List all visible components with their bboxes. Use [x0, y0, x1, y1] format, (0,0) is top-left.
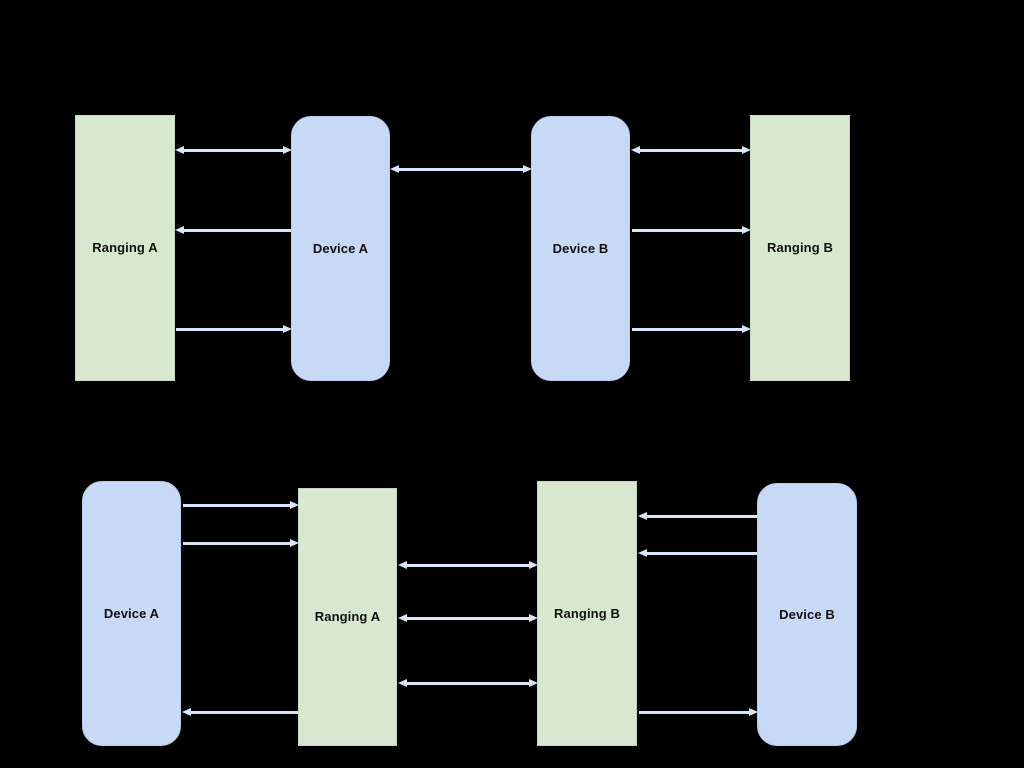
connector-shaft [406, 682, 530, 685]
connector-shaft [190, 711, 298, 714]
arrowhead-left-icon [398, 614, 407, 622]
arrowhead-left-icon [638, 512, 647, 520]
node-t-device-b[interactable]: Device B [531, 116, 630, 381]
connector-b-ranging-a-to-b-device-a [182, 708, 298, 716]
connector-shaft [639, 711, 750, 714]
connector-shaft [183, 542, 291, 545]
node-b-ranging-b[interactable]: Ranging B [537, 481, 637, 746]
arrowhead-left-icon [398, 679, 407, 687]
node-b-ranging-a[interactable]: Ranging A [298, 488, 397, 746]
node-b-device-a[interactable]: Device A [82, 481, 181, 746]
connector-b-device-a-to-b-ranging-a [183, 501, 299, 509]
node-label: Ranging A [314, 609, 381, 625]
node-label: Device A [103, 605, 160, 621]
connector-b-device-a-to-b-ranging-a [183, 539, 299, 547]
node-label: Ranging B [767, 240, 833, 256]
node-label: Device A [312, 240, 369, 256]
node-t-ranging-a[interactable]: Ranging A [75, 115, 175, 381]
arrowhead-left-icon [182, 708, 191, 716]
connector-b-ranging-a-to-b-ranging-b [398, 679, 538, 687]
arrowhead-left-icon [398, 561, 407, 569]
connector-b-ranging-b-to-b-device-b [639, 708, 758, 716]
node-t-device-a[interactable]: Device A [291, 116, 390, 381]
node-label: Ranging B [554, 605, 620, 621]
node-label: Ranging A [92, 240, 158, 256]
connector-shaft [406, 617, 530, 620]
connector-shaft [183, 504, 291, 507]
node-b-device-b[interactable]: Device B [757, 483, 857, 746]
connector-shaft [406, 564, 530, 567]
arrowhead-left-icon [638, 549, 647, 557]
connector-shaft [646, 552, 757, 555]
node-label: Device B [552, 240, 609, 256]
connector-shaft [646, 515, 757, 518]
connector-b-device-b-to-b-ranging-b [638, 512, 757, 520]
connector-b-ranging-a-to-b-ranging-b [398, 561, 538, 569]
connector-b-device-b-to-b-ranging-b [638, 549, 757, 557]
node-label: Device B [779, 606, 835, 622]
node-t-ranging-b[interactable]: Ranging B [750, 115, 850, 381]
connector-b-ranging-a-to-b-ranging-b [398, 614, 538, 622]
